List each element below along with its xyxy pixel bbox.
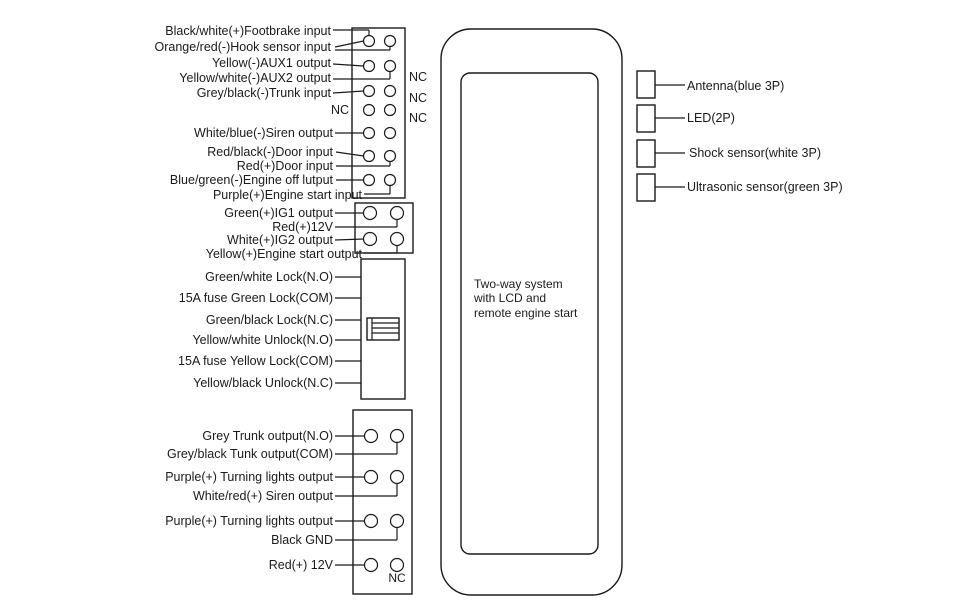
pin: [383, 34, 397, 48]
pin-label: White/blue(-)Siren output: [194, 126, 333, 140]
pin-label: Yellow(-)AUX1 output: [212, 56, 332, 70]
pin-label: Green(+)IG1 output: [224, 206, 333, 220]
pin: [362, 149, 376, 163]
pin-label: Yellow/white(-)AUX2 output: [179, 71, 331, 85]
pin: [389, 557, 405, 573]
pin: [383, 149, 397, 163]
pin: [383, 84, 397, 98]
nc-label: NC: [409, 91, 427, 105]
pin: [383, 126, 397, 140]
pin-label: Grey/black(-)Trunk input: [197, 86, 332, 100]
unit-description-line: remote engine start: [474, 306, 578, 320]
pin: [383, 103, 397, 117]
pin-label: NC: [331, 103, 349, 117]
pin-label: Blue/green(-)Engine off lutput: [170, 173, 334, 187]
unit-description-line: Two-way system: [474, 277, 563, 291]
pin-label: Red(+)12V: [272, 220, 333, 234]
nc-label: NC: [409, 111, 427, 125]
connector-a-pins: [362, 34, 397, 194]
pin-label: Red/black(-)Door input: [207, 145, 333, 159]
pin-label: Black/white(+)Footbrake input: [165, 24, 331, 38]
pin: [362, 84, 376, 98]
pin: [362, 126, 376, 140]
pin: [362, 103, 376, 117]
connector-b: Green(+)IG1 output Red(+)12V White(+)IG2…: [206, 202, 414, 261]
pin-label: Green/black Lock(N.C): [206, 313, 333, 327]
pin-label: Yellow/white Unlock(N.O): [192, 333, 333, 347]
pin: [363, 557, 379, 573]
pin: [362, 173, 376, 187]
pin: [362, 59, 376, 73]
connector-a-leaders: [332, 29, 390, 195]
pin-label: Grey Trunk output(N.O): [202, 429, 333, 443]
pin-label: Purple(+)Engine start input: [213, 188, 363, 202]
connector-d: Grey Trunk output(N.O) Grey/black Tunk o…: [165, 409, 413, 595]
port-label: Shock sensor(white 3P): [689, 146, 821, 160]
pin: [389, 513, 405, 529]
pin-label: 15A fuse Yellow Lock(COM): [178, 354, 333, 368]
pin-label: Green/white Lock(N.O): [205, 270, 333, 284]
main-unit: Two-way system with LCD and remote engin…: [440, 28, 623, 596]
pin: [363, 469, 379, 485]
pin: [389, 469, 405, 485]
pin: [362, 231, 378, 247]
port-label: Antenna(blue 3P): [687, 79, 784, 93]
pin-label: Red(+) 12V: [269, 558, 334, 572]
pin-label: White/red(+) Siren output: [193, 489, 334, 503]
pin: [362, 34, 376, 48]
nc-label: NC: [388, 571, 406, 585]
port-label: Ultrasonic sensor(green 3P): [687, 180, 843, 194]
pin-label: Red(+)Door input: [237, 159, 334, 173]
pin: [389, 205, 405, 221]
connector-a-housing: [351, 27, 406, 199]
pin-label: Yellow(+)Engine start output: [206, 247, 363, 261]
connector-c: Green/white Lock(N.O) 15A fuse Green Loc…: [178, 258, 406, 400]
pin-label: Yellow/black Unlock(N.C): [193, 376, 333, 390]
pin-label: Black GND: [271, 533, 333, 547]
connector-a: Black/white(+)Footbrake input Orange/red…: [155, 24, 428, 202]
pin-label: Purple(+) Turning lights output: [165, 514, 333, 528]
port-label: LED(2P): [687, 111, 735, 125]
nc-label: NC: [409, 70, 427, 84]
antenna-port: [636, 70, 656, 99]
pin-label: White(+)IG2 output: [227, 233, 333, 247]
pin-label: Grey/black Tunk output(COM): [167, 447, 333, 461]
led-port: [636, 104, 656, 133]
pin: [362, 205, 378, 221]
relay-icon: [366, 317, 400, 341]
pin: [383, 59, 397, 73]
pin-label: Orange/red(-)Hook sensor input: [155, 40, 332, 54]
unit-description-line: with LCD and: [473, 291, 546, 305]
pin-label: 15A fuse Green Lock(COM): [179, 291, 333, 305]
pin: [363, 428, 379, 444]
ultrasonic-sensor-port: [636, 173, 656, 202]
ports: Antenna(blue 3P) LED(2P) Shock sensor(wh…: [636, 70, 843, 202]
pin-label: Purple(+) Turning lights output: [165, 470, 333, 484]
pin: [383, 173, 397, 187]
main-unit-inner: [460, 72, 599, 555]
pin: [389, 428, 405, 444]
pin: [363, 513, 379, 529]
shock-sensor-port: [636, 139, 656, 168]
pin: [389, 231, 405, 247]
